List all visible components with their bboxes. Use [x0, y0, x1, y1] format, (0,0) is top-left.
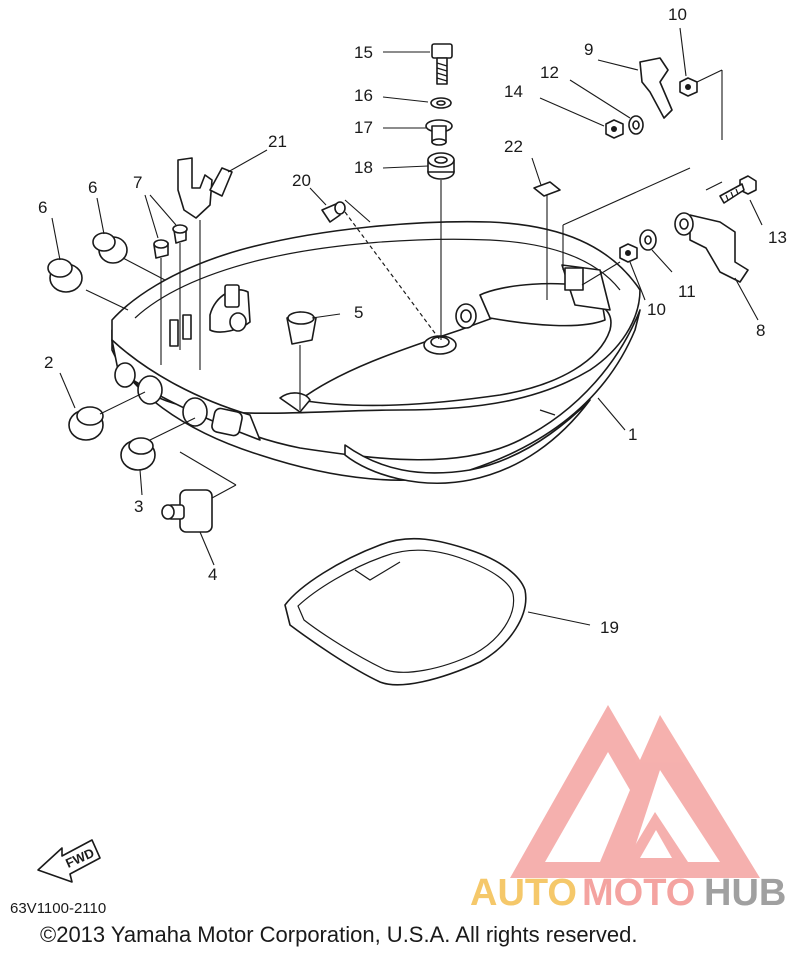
- watermark-logo: [510, 705, 760, 878]
- copyright: ©2013 Yamaha Motor Corporation, U.S.A. A…: [40, 922, 638, 947]
- callout-2: 2: [44, 353, 53, 372]
- callout-labels: 1 2 3 4 5 6 6 7 8 9 10 10 11 12 13 14 15…: [38, 5, 787, 637]
- callout-6b: 6: [88, 178, 97, 197]
- watermark-moto: MOTO: [582, 872, 695, 914]
- part-21-bracket: [177, 157, 233, 219]
- part-14-nut: [605, 119, 624, 139]
- bottom-cowling: [111, 220, 641, 484]
- callout-4: 4: [208, 565, 217, 584]
- part-7-clips: [153, 224, 188, 259]
- callout-15: 15: [354, 43, 373, 62]
- part-4-plug: [161, 489, 213, 533]
- part-19-seal: [284, 537, 527, 686]
- part-15-bolt: [431, 43, 453, 85]
- watermark-hub: HUB: [704, 872, 786, 914]
- callout-7: 7: [133, 173, 142, 192]
- callout-1: 1: [628, 425, 637, 444]
- callout-16: 16: [354, 86, 373, 105]
- part-10-nut-b: [619, 243, 638, 263]
- callout-20: 20: [292, 171, 311, 190]
- part-5-clip: [286, 311, 317, 345]
- part-number: 63V1100-2110: [10, 900, 107, 917]
- callout-17: 17: [354, 118, 373, 137]
- part-6-grommet-b: [92, 232, 128, 264]
- callout-19: 19: [600, 618, 619, 637]
- fwd-arrow-icon: FWD: [37, 839, 101, 883]
- part-11-washer: [639, 229, 657, 251]
- callout-10b: 10: [647, 300, 666, 319]
- callout-leaders: [51, 27, 763, 626]
- callout-9: 9: [584, 40, 593, 59]
- callout-6a: 6: [38, 198, 47, 217]
- callout-21: 21: [268, 132, 287, 151]
- part-12-washer: [628, 115, 644, 135]
- part-17-collar: [425, 119, 453, 146]
- part-13-bolt: [719, 175, 757, 204]
- part-10-nut-a: [679, 77, 698, 97]
- part-22-label: [533, 181, 561, 197]
- part-20-clip: [321, 201, 346, 223]
- part-2-grommet: [68, 406, 104, 441]
- part-6-grommet-a: [47, 258, 83, 293]
- callout-10a: 10: [668, 5, 687, 24]
- callout-8: 8: [756, 321, 765, 340]
- part-3-grommet: [120, 437, 156, 471]
- callout-22: 22: [504, 137, 523, 156]
- part-9-bracket: [639, 57, 673, 119]
- callout-3: 3: [134, 497, 143, 516]
- watermark-auto: AUTO: [470, 872, 577, 914]
- callout-14: 14: [504, 82, 523, 101]
- assembly-lines: [85, 69, 723, 499]
- callout-18: 18: [354, 158, 373, 177]
- watermark-text: AUTO MOTO HUB: [470, 872, 786, 914]
- callout-12: 12: [540, 63, 559, 82]
- part-18-grommet: [427, 152, 455, 180]
- part-8-bracket: [674, 212, 749, 283]
- callout-13: 13: [768, 228, 787, 247]
- callout-5: 5: [354, 303, 363, 322]
- part-16-washer: [430, 97, 452, 109]
- callout-11: 11: [678, 282, 696, 301]
